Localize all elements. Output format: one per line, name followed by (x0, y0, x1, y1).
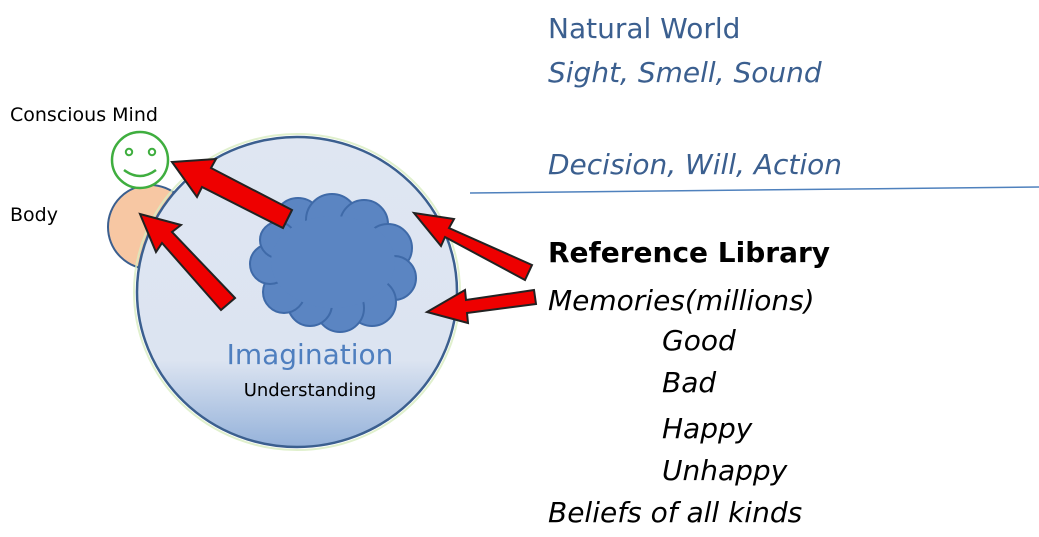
memory-type-unhappy: Unhappy (662, 454, 788, 487)
natural-world-title: Natural World (548, 12, 741, 45)
memory-type-happy: Happy (662, 412, 753, 445)
arrows (138, 157, 538, 325)
smiley-right-eye (147, 147, 157, 157)
cloud-core (271, 216, 395, 308)
memory-type-bad: Bad (662, 366, 717, 399)
understanding-label: Understanding (243, 380, 377, 401)
arrow-imagination-to-body (138, 212, 237, 312)
divider-line (469, 186, 1039, 194)
imagination-label: Imagination (226, 338, 394, 371)
body-label: Body (10, 204, 58, 226)
beliefs-text: Beliefs of all kinds (548, 496, 803, 529)
conscious-mind-label: Conscious Mind (10, 104, 158, 126)
smiley-head (110, 130, 170, 190)
memory-type-good: Good (662, 324, 736, 357)
decision-text: Decision, Will, Action (548, 148, 843, 181)
arrow-cloud-to-mind (170, 157, 294, 230)
smiley-left-eye (124, 147, 134, 157)
memories-text: Memories(millions) (548, 284, 815, 317)
smiley-face-icon (110, 130, 170, 190)
arrow-library-to-cloud-upper (411, 211, 534, 282)
arrow-library-to-cloud-lower (424, 288, 538, 325)
smiley-mouth (123, 168, 157, 178)
senses-text: Sight, Smell, Sound (548, 56, 822, 89)
reference-library-title: Reference Library (548, 236, 831, 269)
